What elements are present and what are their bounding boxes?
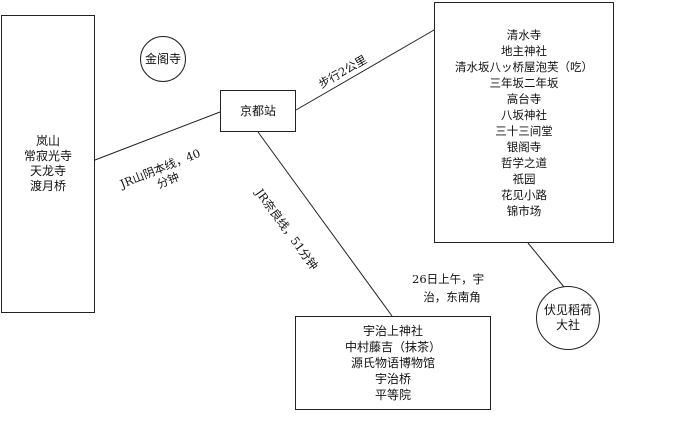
higashiyama-line: 花见小路: [501, 187, 547, 202]
arashiyama-line: 天龙寺: [29, 164, 66, 178]
fushimi-inari-circle: 伏见稻荷 大社: [536, 286, 600, 350]
kinkakuji-circle: 金阁寺: [140, 36, 186, 82]
fushimi-inari-line: 伏见稻荷: [543, 303, 592, 317]
higashiyama-line: 清水寺: [506, 27, 542, 42]
edge-higashiyama-fushimi: [527, 242, 565, 288]
kyoto-station-label: 京都站: [239, 103, 276, 118]
kinkakuji-label: 金阁寺: [144, 51, 181, 66]
kyoto-station-box: 京都站: [220, 90, 296, 132]
higashiyama-line: 锦市场: [506, 203, 542, 218]
uji-note: 26日上午，宇 治，东南角: [412, 270, 484, 306]
arashiyama-box: 岚山 常寂光寺 天龙寺 渡月桥: [1, 15, 95, 313]
higashiyama-line: 八坂神社: [501, 107, 547, 122]
arashiyama-line: 岚山: [35, 134, 60, 148]
higashiyama-line: 地主神社: [501, 43, 547, 58]
higashiyama-line: 祇园: [512, 171, 536, 186]
uji-line: 中村藤吉（抹茶）: [344, 340, 441, 354]
uji-line: 平等院: [374, 388, 411, 402]
higashiyama-line: 三年坂二年坂: [489, 75, 559, 90]
uji-line: 宇治桥: [374, 372, 411, 386]
higashiyama-line: 银阁寺: [506, 139, 542, 154]
higashiyama-line: 哲学之道: [501, 155, 547, 170]
edge-kyoto-uji: [257, 131, 393, 317]
higashiyama-line: 清水坂八ッ桥屋泡芙（吃）: [455, 59, 593, 74]
fushimi-inari-line: 大社: [555, 318, 580, 332]
higashiyama-line: 高台寺: [506, 91, 542, 106]
higashiyama-line: 三十三间堂: [495, 123, 553, 138]
uji-note-line: 26日上午，宇: [412, 272, 485, 286]
arashiyama-line: 渡月桥: [29, 179, 66, 193]
edge-kyoto-arashiyama: [94, 111, 221, 161]
arashiyama-line: 常寂光寺: [23, 149, 72, 163]
uji-line: 源氏物语博物馆: [350, 356, 435, 370]
higashiyama-box: 清水寺 地主神社 清水坂八ッ桥屋泡芙（吃） 三年坂二年坂 高台寺 八坂神社 三十…: [434, 2, 614, 243]
edge-kyoto-higashiyama: [295, 29, 435, 111]
uji-line: 宇治上神社: [362, 324, 423, 338]
uji-box: 宇治上神社 中村藤吉（抹茶） 源氏物语博物馆 宇治桥 平等院: [295, 316, 491, 410]
uji-note-line: 治，东南角: [423, 290, 481, 304]
